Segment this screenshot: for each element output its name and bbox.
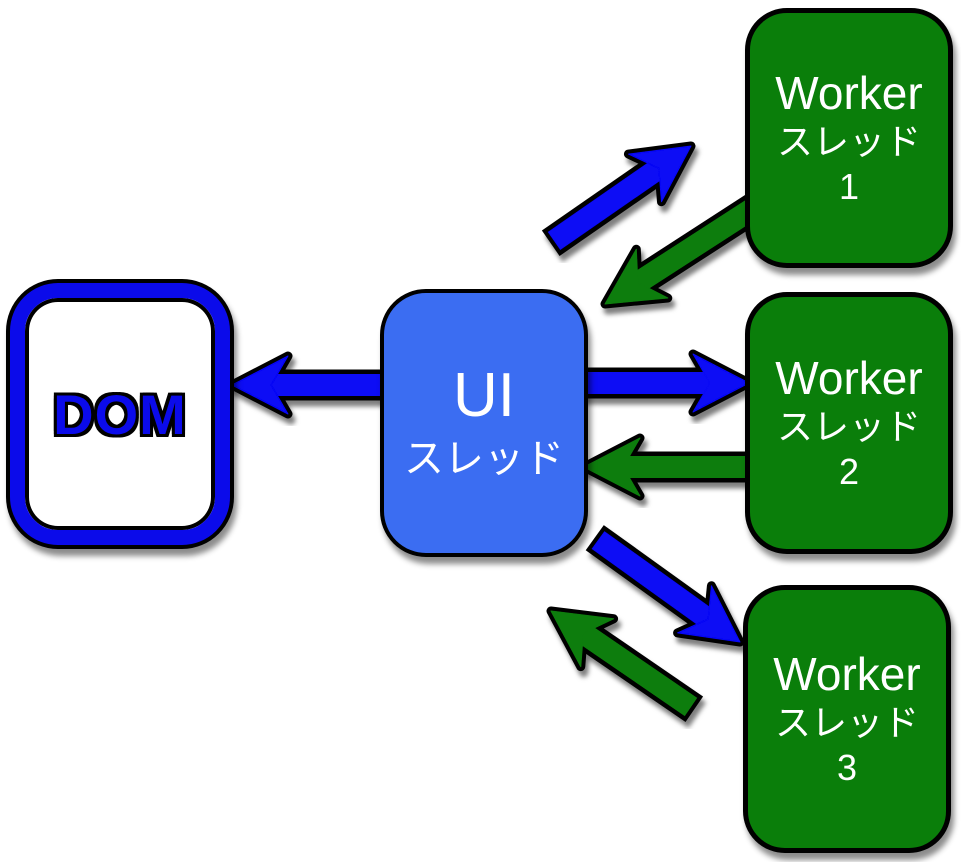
arrow-ui-to-worker1 — [541, 141, 696, 257]
worker-thread-1-box: Worker スレッド 1 — [745, 8, 953, 268]
worker-number: 3 — [836, 747, 858, 789]
arrow-worker2-to-ui — [579, 433, 762, 501]
arrow-worker3-to-ui — [546, 606, 704, 723]
worker-subtitle: スレッド — [776, 121, 921, 163]
worker-title: Worker — [775, 66, 923, 119]
dom-box: DOM — [10, 283, 230, 545]
worker-thread-3-box: Worker スレッド 3 — [743, 585, 951, 853]
worker-number: 1 — [838, 166, 860, 208]
worker-number: 2 — [838, 451, 860, 493]
ui-thread-box: UI スレッド — [380, 289, 588, 557]
worker-subtitle: スレッド — [774, 702, 919, 744]
ui-thread-subtitle: スレッド — [404, 436, 564, 481]
worker-title: Worker — [775, 351, 923, 404]
worker-subtitle: スレッド — [776, 406, 921, 448]
ui-thread-title: UI — [453, 361, 515, 431]
dom-label: DOM — [53, 382, 187, 446]
arrow-ui-to-worker3 — [585, 525, 745, 647]
arrow-worker1-to-ui — [600, 193, 764, 309]
worker-title: Worker — [773, 647, 921, 700]
worker-thread-2-box: Worker スレッド 2 — [745, 292, 953, 554]
